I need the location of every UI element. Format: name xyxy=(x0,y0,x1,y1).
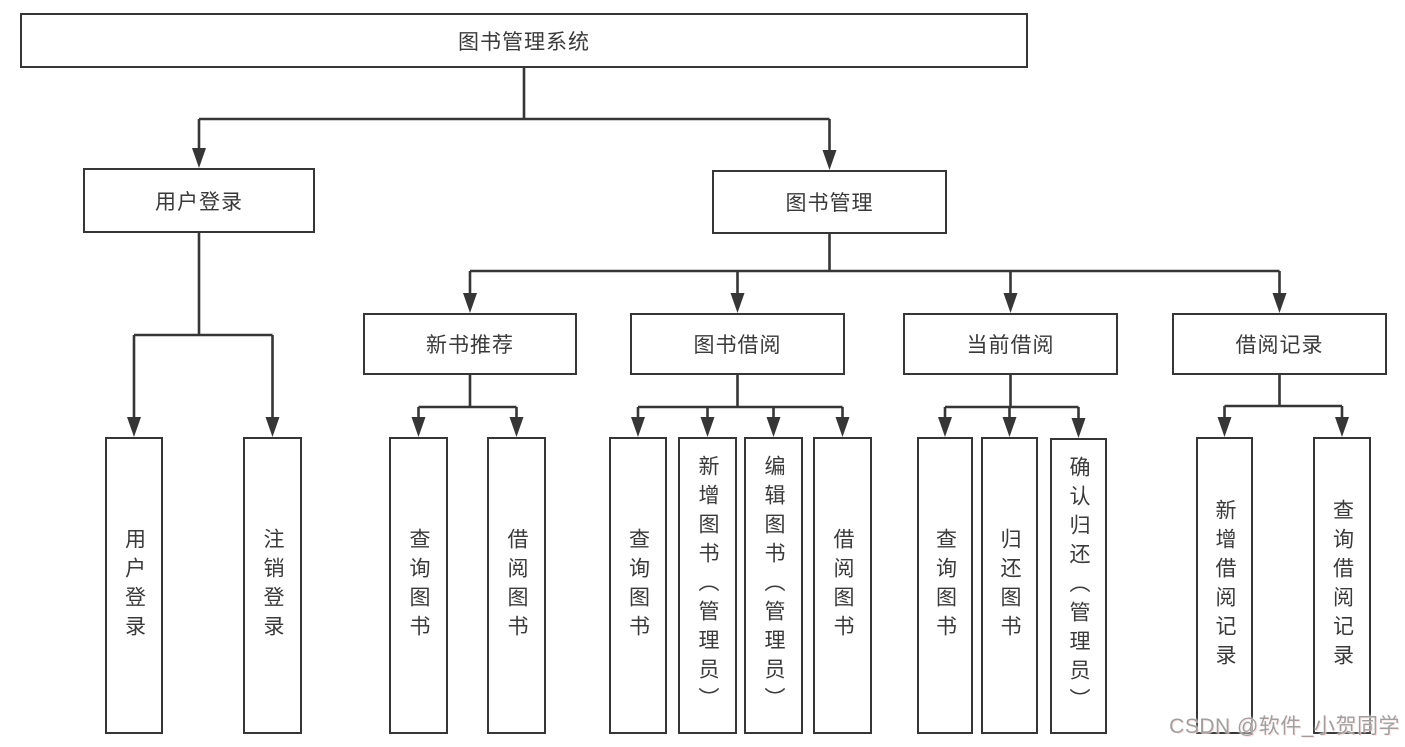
node-rec-query: 查询图书 xyxy=(389,437,448,734)
node-label-hist-add: 新增借阅记录 xyxy=(1213,498,1236,673)
node-label-cur-confirm: 确认归还（管理员） xyxy=(1067,455,1090,717)
node-label-rec-borrow: 借阅图书 xyxy=(505,527,528,644)
arrowhead-icon xyxy=(411,417,426,437)
arrowhead-icon xyxy=(192,148,206,168)
node-new-book-rec: 新书推荐 xyxy=(363,313,577,375)
node-bb-add: 新增图书（管理员） xyxy=(678,437,737,734)
arrowhead-icon xyxy=(265,417,280,437)
node-rec-borrow: 借阅图书 xyxy=(487,437,546,734)
node-hist-add: 新增借阅记录 xyxy=(1196,437,1253,734)
node-root: 图书管理系统 xyxy=(20,13,1028,68)
node-label-login-leaf: 用户登录 xyxy=(122,527,146,644)
arrowhead-icon xyxy=(1335,417,1349,437)
node-label-logout-leaf: 注销登录 xyxy=(261,527,284,644)
node-cur-query: 查询图书 xyxy=(917,437,973,734)
connector-user-login xyxy=(132,233,274,420)
arrowhead-icon xyxy=(1003,293,1018,313)
node-cur-return: 归还图书 xyxy=(981,437,1038,734)
node-login-leaf: 用户登录 xyxy=(105,437,163,734)
node-label-bb-borrow: 借阅图书 xyxy=(831,527,854,644)
connector-book-mgmt xyxy=(468,234,1281,296)
arrowhead-icon xyxy=(463,293,477,313)
arrowhead-icon xyxy=(631,417,645,437)
connector-borrow-records xyxy=(1223,375,1344,420)
node-cur-confirm: 确认归还（管理员） xyxy=(1050,438,1107,734)
node-label-cur-return: 归还图书 xyxy=(998,527,1021,644)
node-bb-query: 查询图书 xyxy=(609,437,667,734)
arrowhead-icon xyxy=(730,293,745,313)
connector-new-book-rec xyxy=(417,375,518,420)
arrowhead-icon xyxy=(509,417,524,437)
arrowhead-icon xyxy=(938,417,952,437)
arrowhead-icon xyxy=(127,417,141,437)
node-current-borrow: 当前借阅 xyxy=(903,313,1118,375)
node-label-bb-edit: 编辑图书（管理员） xyxy=(762,455,785,716)
node-book-borrow: 图书借阅 xyxy=(630,313,845,375)
arrowhead-icon xyxy=(1217,417,1232,437)
connector-root xyxy=(197,68,831,153)
arrowhead-icon xyxy=(835,417,850,437)
node-label-cur-query: 查询图书 xyxy=(933,527,957,644)
node-bb-edit: 编辑图书（管理员） xyxy=(744,437,803,734)
arrowhead-icon xyxy=(822,150,837,170)
node-bb-borrow: 借阅图书 xyxy=(813,437,872,734)
node-label-bb-query: 查询图书 xyxy=(626,527,650,644)
arrowhead-icon xyxy=(1002,417,1017,437)
arrowhead-icon xyxy=(1272,293,1287,313)
connector-book-borrow xyxy=(636,375,844,420)
node-label-new-book-rec: 新书推荐 xyxy=(426,334,514,357)
node-book-mgmt: 图书管理 xyxy=(712,170,947,234)
arrowhead-icon xyxy=(1071,418,1086,438)
node-label-book-borrow: 图书借阅 xyxy=(693,334,782,357)
watermark: CSDN @软件_小贺同学 xyxy=(1169,715,1400,738)
node-label-bb-add: 新增图书（管理员） xyxy=(696,455,719,716)
node-label-root: 图书管理系统 xyxy=(458,30,590,54)
node-label-rec-query: 查询图书 xyxy=(407,527,430,644)
node-label-book-mgmt: 图书管理 xyxy=(785,192,874,215)
node-label-current-borrow: 当前借阅 xyxy=(966,334,1055,357)
node-hist-query: 查询借阅记录 xyxy=(1313,437,1371,734)
node-logout-leaf: 注销登录 xyxy=(243,437,302,734)
node-borrow-records: 借阅记录 xyxy=(1172,313,1387,375)
node-user-login: 用户登录 xyxy=(83,168,315,233)
node-label-hist-query: 查询借阅记录 xyxy=(1330,498,1354,673)
node-label-borrow-records: 借阅记录 xyxy=(1235,334,1324,357)
node-label-user-login: 用户登录 xyxy=(155,190,243,214)
arrowhead-icon xyxy=(766,417,781,437)
arrowhead-icon xyxy=(700,417,715,437)
connector-current-borrow xyxy=(943,375,1080,421)
